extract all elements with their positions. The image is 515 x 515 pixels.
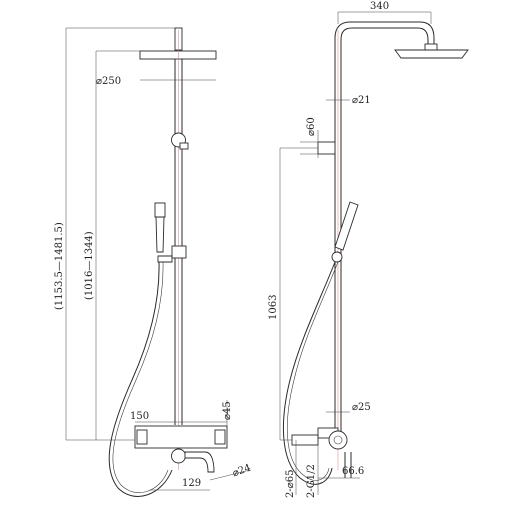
side-view: 340 ⌀21 ⌀60 1063 ⌀25 — [268, 1, 469, 499]
hose-connector — [171, 448, 186, 464]
front-view: ⌀250 (1153.5—1481.5) (1016—1344) 150 ⌀45… — [54, 27, 252, 497]
dim-thread-g12: 2-G1/2 — [306, 464, 317, 498]
dim-spout-129: 129 — [182, 478, 201, 489]
dim-spacing-65: 2-⌀65 — [285, 470, 296, 499]
dim-dia-21: ⌀21 — [352, 95, 371, 106]
mixer-body — [134, 425, 228, 449]
gooseneck-inner — [340, 27, 429, 440]
right-handle — [214, 429, 226, 445]
dim-height-1063: 1063 — [268, 295, 279, 320]
side-slider — [331, 251, 343, 263]
overhead-shower-head — [139, 50, 217, 60]
tub-spout — [184, 451, 215, 473]
slider-holder — [171, 245, 187, 259]
left-handle — [136, 429, 148, 445]
dim-dia-45: ⌀45 — [222, 401, 233, 420]
dim-offset-666: 66.6 — [342, 466, 364, 477]
dim-overall-height: (1153.5—1481.5) — [54, 222, 65, 310]
side-hose — [283, 261, 336, 485]
wall-bracket — [317, 141, 336, 155]
hand-shower-handle — [155, 216, 165, 253]
dim-depth-340: 340 — [370, 1, 389, 12]
hand-shower-head — [154, 202, 166, 218]
gooseneck-outer — [334, 21, 435, 440]
side-mixer-body — [328, 430, 348, 450]
dim-dia-24: ⌀24 — [231, 463, 252, 480]
dim-dia-60: ⌀60 — [306, 117, 317, 136]
dim-adjust-height: (1016—1344) — [84, 231, 95, 300]
side-shower-head — [394, 49, 469, 59]
dim-width-150: 150 — [130, 411, 149, 422]
dim-dia-250: ⌀250 — [96, 76, 121, 87]
dim-dia-25: ⌀25 — [352, 402, 371, 413]
side-hand-shower — [334, 201, 359, 251]
shower-hose — [108, 261, 173, 497]
